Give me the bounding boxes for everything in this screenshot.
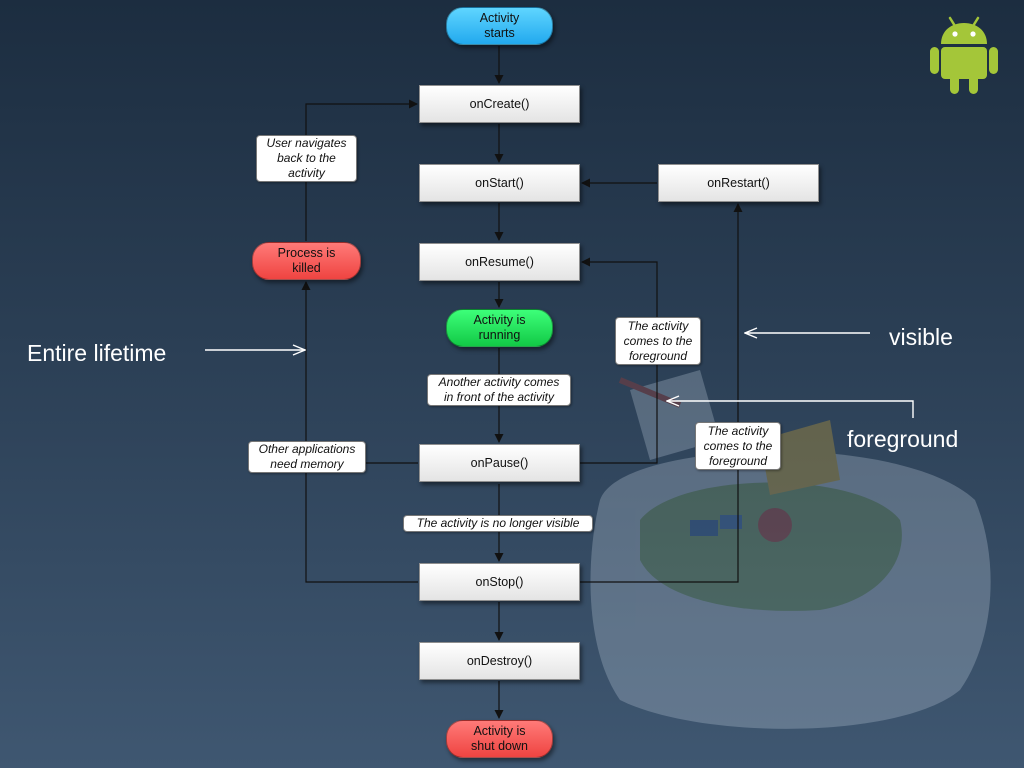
- other-apps-memory-note: Other applications need memory: [248, 441, 366, 473]
- user-navigates-back-text: User navigates back to the activity: [266, 136, 347, 180]
- comes-to-foreground-note-2: The activity comes to the foreground: [695, 422, 781, 470]
- on-destroy-node: onDestroy(): [419, 642, 580, 680]
- on-destroy-label: onDestroy(): [466, 653, 533, 668]
- on-start-node: onStart(): [419, 164, 580, 202]
- comes-to-foreground-text-1: The activity comes to the foreground: [623, 318, 693, 363]
- another-activity-note: Another activity comes in front of the a…: [427, 374, 571, 406]
- activity-starts-node: Activity starts: [446, 7, 553, 45]
- on-create-label: onCreate(): [469, 96, 530, 111]
- foreground-label: foreground: [847, 426, 959, 452]
- on-resume-node: onResume(): [419, 243, 580, 281]
- process-killed-node: Process is killed: [252, 242, 361, 280]
- activity-starts-label: Activity starts: [479, 11, 520, 40]
- other-apps-memory-text: Other applications need memory: [258, 442, 356, 471]
- no-longer-visible-note: The activity is no longer visible: [403, 515, 593, 532]
- on-start-label: onStart(): [475, 175, 524, 190]
- on-pause-label: onPause(): [470, 455, 529, 470]
- on-pause-node: onPause(): [419, 444, 580, 482]
- entire-lifetime-label: Entire lifetime: [27, 340, 167, 366]
- on-restart-label: onRestart(): [707, 175, 770, 190]
- comes-to-foreground-text-2: The activity comes to the foreground: [703, 423, 773, 468]
- on-stop-label: onStop(): [475, 574, 524, 589]
- comes-to-foreground-note-1: The activity comes to the foreground: [615, 317, 701, 365]
- visible-label: visible: [889, 324, 953, 350]
- on-stop-node: onStop(): [419, 563, 580, 601]
- activity-running-node: Activity is running: [446, 309, 553, 347]
- on-restart-node: onRestart(): [658, 164, 819, 202]
- activity-shut-down-node: Activity is shut down: [446, 720, 553, 758]
- on-resume-label: onResume(): [465, 254, 534, 269]
- android-robot-icon: [930, 16, 998, 94]
- no-longer-visible-text: The activity is no longer visible: [416, 516, 580, 530]
- user-navigates-back-note: User navigates back to the activity: [256, 135, 357, 182]
- process-killed-label: Process is killed: [277, 246, 336, 275]
- activity-shut-down-label: Activity is shut down: [471, 724, 528, 753]
- activity-running-label: Activity is running: [473, 313, 526, 342]
- another-activity-text: Another activity comes in front of the a…: [438, 375, 560, 404]
- on-create-node: onCreate(): [419, 85, 580, 123]
